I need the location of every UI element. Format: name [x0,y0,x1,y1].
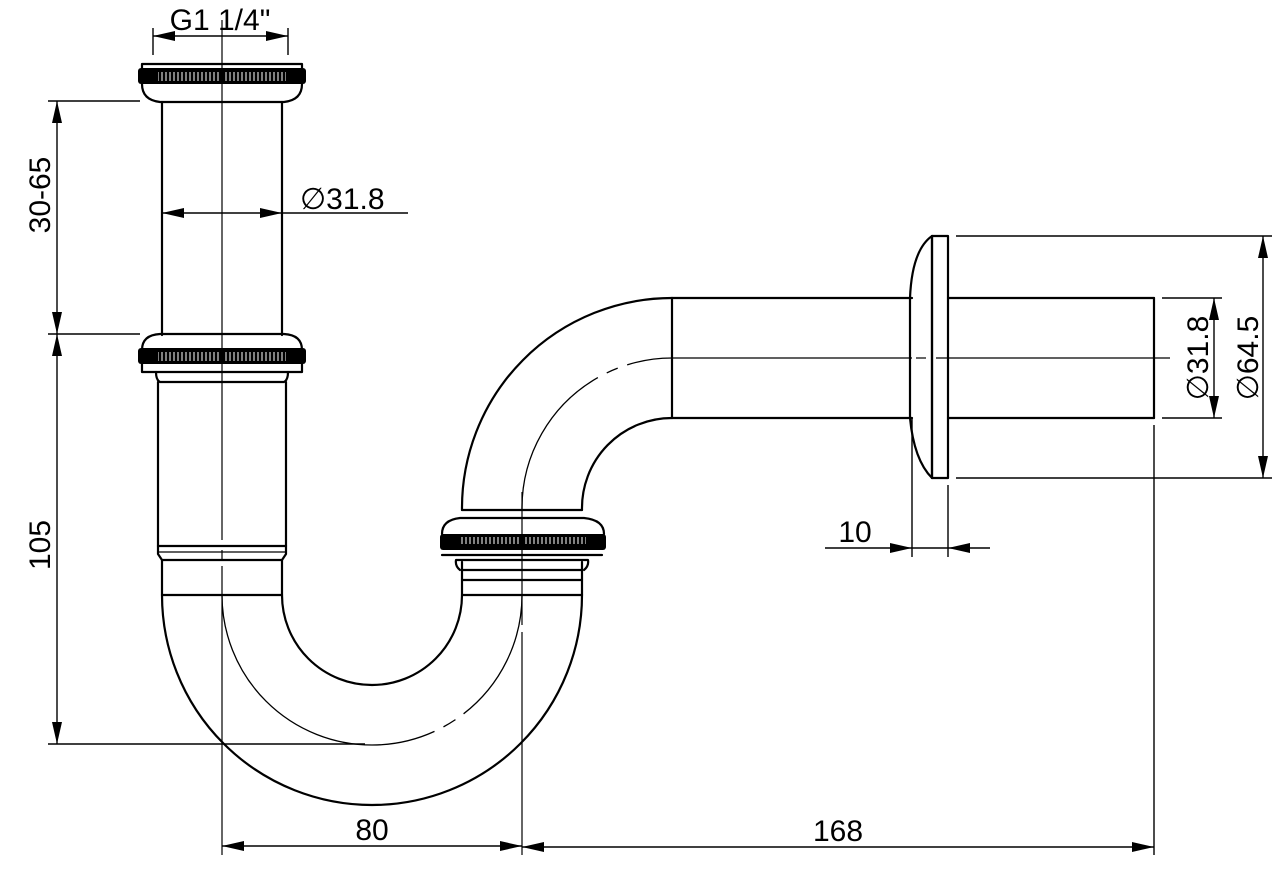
centerlines [221,20,1170,855]
outlet-length-label: 168 [813,815,863,848]
upper-diameter-label: ∅31.8 [300,183,385,216]
trap-height-label: 105 [24,520,57,570]
wall-flange [908,234,950,480]
dim-adjustable-height: 30-65 [24,100,140,335]
dim-flange-thickness: 10 [825,418,990,557]
dim-flange-diameter: ∅64.5 [956,235,1272,479]
trap-width-label: 80 [355,814,388,847]
dim-outlet-diameter: ∅31.8 [1162,297,1222,419]
flange-thickness-label: 10 [838,516,871,549]
dim-outlet-length: 168 [522,425,1155,855]
flange-diameter-label: ∅64.5 [1232,316,1265,401]
outlet-diameter-label: ∅31.8 [1182,316,1215,401]
dim-upper-diameter: ∅31.8 [162,183,408,218]
adjustable-height-label: 30-65 [24,157,57,234]
dim-trap-width: 80 [222,814,522,851]
upper-tailpiece [160,100,284,337]
trap-outlet-nut [440,508,606,597]
dim-trap-height: 105 [24,334,365,745]
dim-thread: G1 1/4" [152,4,289,55]
u-bend [160,593,584,807]
outlet-elbow [460,296,674,512]
trap-inlet-leg [156,380,288,597]
thread-label: G1 1/4" [170,4,271,37]
